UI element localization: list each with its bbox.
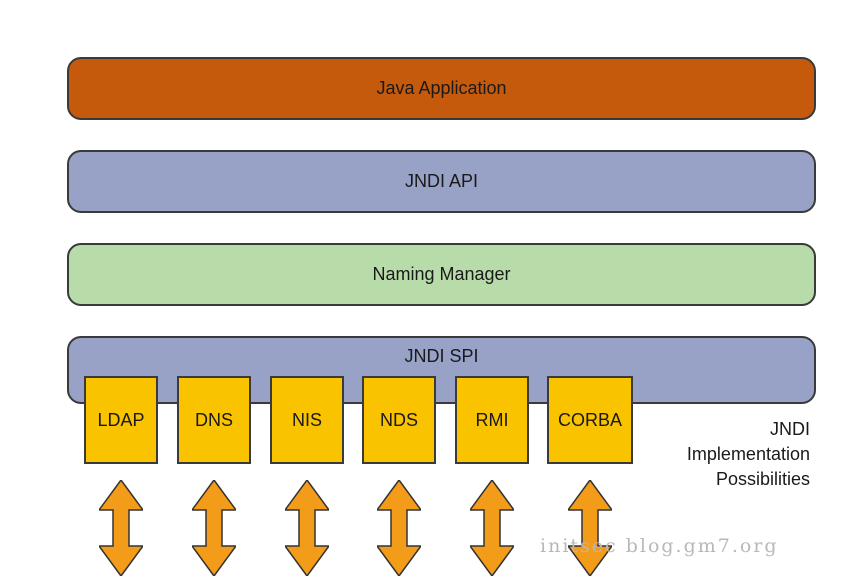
impl-rmi-box: RMI <box>455 376 529 464</box>
java-application-label: Java Application <box>376 78 507 98</box>
ldap-bidirectional-arrow <box>99 480 143 576</box>
impl-corba-label: CORBA <box>557 409 622 430</box>
impl-nis-label: NIS <box>291 409 322 430</box>
impl-dns-box: DNS <box>177 376 251 464</box>
jndi-implementation-possibilities-note: JNDI Implementation Possibilities <box>650 417 810 492</box>
impl-nds-box: NDS <box>362 376 436 464</box>
impl-dns-label: DNS <box>194 409 233 430</box>
side-note-line-3: Possibilities <box>715 469 810 489</box>
impl-nis-box: NIS <box>270 376 344 464</box>
side-note-line-2: Implementation <box>686 444 810 464</box>
dns-bidirectional-arrow <box>192 480 236 576</box>
impl-ldap-label: LDAP <box>97 409 145 430</box>
naming-manager-label: Naming Manager <box>372 264 511 284</box>
impl-ldap-box: LDAP <box>84 376 158 464</box>
impl-nds-label: NDS <box>379 409 418 430</box>
impl-corba-box: CORBA <box>547 376 633 464</box>
side-note-line-1: JNDI <box>770 419 810 439</box>
corba-bidirectional-arrow <box>568 480 612 576</box>
jndi-api-layer: JNDI API <box>67 150 816 213</box>
watermark-text: initsec blog.gm7.org <box>540 535 779 557</box>
java-application-layer: Java Application <box>67 57 816 120</box>
nis-bidirectional-arrow <box>285 480 329 576</box>
naming-manager-layer: Naming Manager <box>67 243 816 306</box>
jndi-spi-label: JNDI SPI <box>404 346 479 366</box>
nds-bidirectional-arrow <box>377 480 421 576</box>
rmi-bidirectional-arrow <box>470 480 514 576</box>
impl-rmi-label: RMI <box>475 409 509 430</box>
jndi-api-label: JNDI API <box>404 171 479 191</box>
